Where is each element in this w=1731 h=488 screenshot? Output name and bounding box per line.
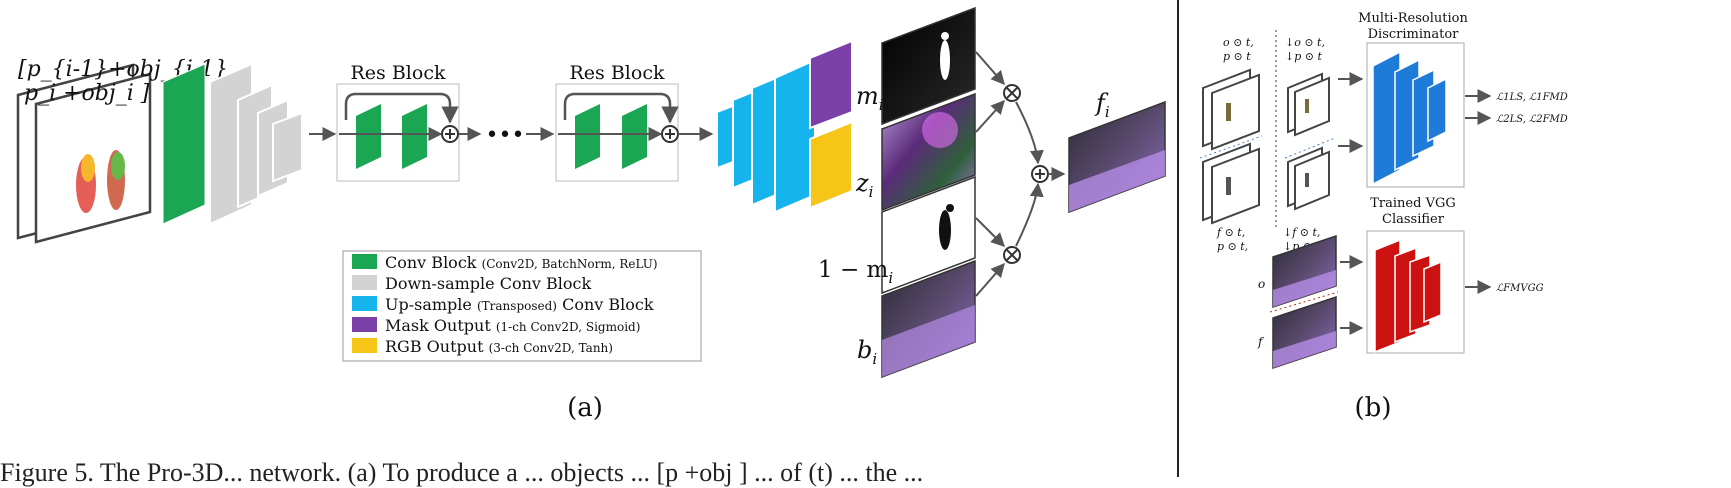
- vgg-title-line1: Trained VGG: [1370, 196, 1455, 211]
- mask-image: [881, 6, 976, 126]
- vgg-label-f: f: [1257, 335, 1265, 349]
- output-image: [1068, 100, 1166, 214]
- background-image: [881, 259, 976, 379]
- vgg-label-o: o: [1258, 277, 1265, 291]
- multi-resolution-discriminator: [1366, 42, 1465, 188]
- panel-a-label: (a): [567, 393, 603, 423]
- panel-b-label: (b): [1355, 393, 1392, 423]
- res-block-2-title: Res Block: [570, 62, 665, 84]
- input-label-line2: p_i +obj_i ]: [24, 81, 150, 106]
- vgg-input-f: [1272, 295, 1337, 370]
- inverse-mask-image: [881, 175, 976, 295]
- b-top-left-line1: o ⊙ t,: [1223, 36, 1254, 49]
- conv-block-green: [162, 63, 206, 225]
- b-bottom-frames-down: [1287, 146, 1330, 211]
- multiply-op-2: [1003, 246, 1021, 264]
- legend-swatch-rgb: [352, 338, 377, 353]
- res-block-2: [555, 83, 679, 182]
- architecture-diagram: [p_{i-1}+obj_{i-1}, p_i +obj_i ] Res Blo…: [16, 0, 1568, 477]
- disc-title-line2: Discriminator: [1368, 27, 1460, 42]
- legend-swatch-downsample: [352, 275, 377, 290]
- b-bot-mid-line1: ↓f ⊙ t,: [1283, 226, 1320, 239]
- legend-swatch-conv: [352, 254, 377, 269]
- b-top-mid-line2: ↓p ⊙ t: [1285, 50, 1322, 63]
- legend-swatch-upsample: [352, 296, 377, 311]
- multiply-op-1: [1003, 84, 1021, 102]
- input-frames: [16, 63, 152, 244]
- legend-text-conv: Conv Block (Conv2D, BatchNorm, ReLU): [385, 253, 658, 272]
- label-z: zi: [855, 169, 874, 201]
- b-top-mid-line1: ↓o ⊙ t,: [1285, 36, 1325, 49]
- loss-1: ℒ1LS, ℒ1FMD: [1496, 92, 1568, 103]
- label-one-minus-m: 1 − mi: [818, 257, 893, 287]
- label-b: bi: [857, 336, 877, 368]
- mask-output-block: [809, 39, 853, 130]
- disc-title-line1: Multi-Resolution: [1358, 11, 1468, 26]
- b-bottom-frames-full: [1202, 142, 1260, 225]
- rgb-output-block: [809, 120, 853, 210]
- vgg-title-line2: Classifier: [1382, 212, 1445, 227]
- loss-vgg: ℒFMVGG: [1496, 283, 1544, 294]
- loss-2: ℒ2LS, ℒ2FMD: [1496, 114, 1568, 125]
- downsample-block-4: [272, 111, 303, 183]
- b-top-left-line2: p ⊙ t: [1223, 50, 1251, 63]
- z-image: [881, 92, 976, 212]
- res-block-1-title: Res Block: [351, 62, 446, 84]
- legend-swatch-mask: [352, 317, 377, 332]
- vgg-classifier: [1366, 230, 1465, 354]
- vgg-input-o: [1272, 234, 1337, 309]
- ellipsis: •••: [486, 123, 525, 148]
- figure-caption: Figure 5. The Pro-3D... network. (a) To …: [0, 458, 924, 487]
- legend-text-mask: Mask Output (1-ch Conv2D, Sigmoid): [385, 316, 640, 335]
- label-f: fi: [1094, 89, 1110, 121]
- b-top-frames-full: [1202, 68, 1260, 151]
- label-m: mi: [856, 82, 884, 114]
- res-block-1: [336, 83, 460, 182]
- b-bot-left-line1: f ⊙ t,: [1216, 226, 1245, 239]
- add-op: [1031, 165, 1049, 183]
- legend-text-upsample: Up-sample (Transposed) Conv Block: [385, 295, 654, 314]
- b-top-frames-down: [1287, 72, 1330, 137]
- legend: Conv Block (Conv2D, BatchNorm, ReLU) Dow…: [342, 250, 702, 362]
- b-bot-left-line2: p ⊙ t,: [1217, 240, 1248, 253]
- legend-text-downsample: Down-sample Conv Block: [385, 274, 591, 293]
- input-people-figures: [76, 150, 125, 213]
- legend-text-rgb: RGB Output (3-ch Conv2D, Tanh): [385, 337, 613, 356]
